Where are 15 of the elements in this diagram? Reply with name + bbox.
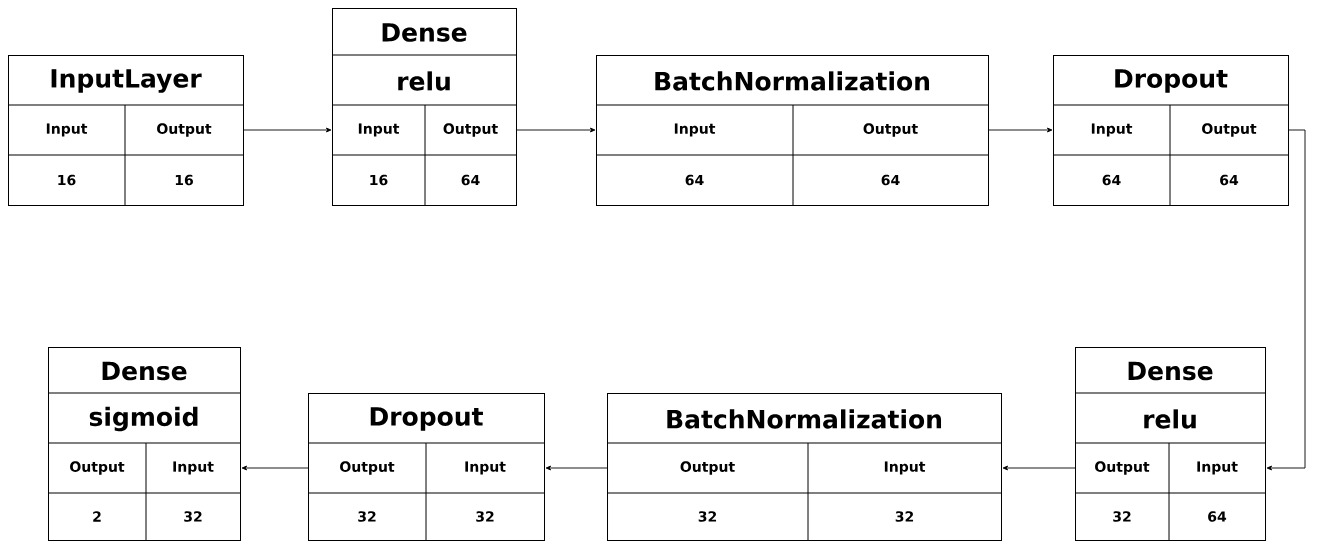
layer-table: Dense sigmoid Output Input 2 32 [47,347,241,541]
layer-table: Dense relu Input Output 16 64 [331,8,517,206]
arrow [988,127,1053,133]
layer-table: Dropout Output Input 32 32 [307,393,545,541]
layer-table: BatchNormalization Input Output 64 64 [595,55,989,206]
arrow [545,465,608,471]
arrow [516,127,596,133]
layer-table: Dense relu Output Input 32 64 [1074,347,1266,541]
arrow [243,127,332,133]
layer-table: Dropout Input Output 64 64 [1052,55,1289,206]
layer-table: BatchNormalization Output Input 32 32 [606,393,1002,541]
arrow [1266,129,1306,471]
layer-table: InputLayer Input Output 16 16 [7,55,244,206]
arrow [1002,465,1076,471]
arrow [241,465,309,471]
